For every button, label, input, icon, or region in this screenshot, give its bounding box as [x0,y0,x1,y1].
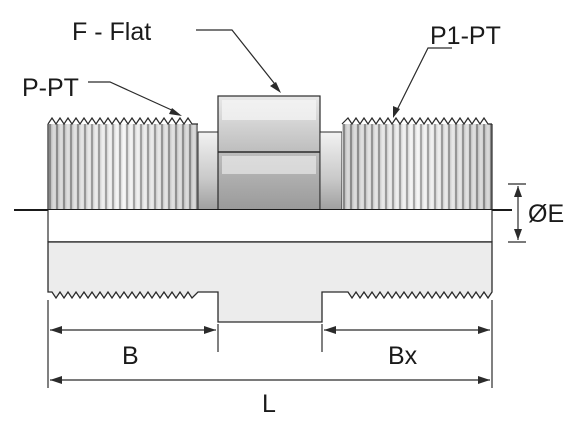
label-p1-pt: P1-PT [430,22,501,50]
lower-section [47,241,493,323]
label-p-pt: P-PT [22,74,79,102]
label-bx: Bx [388,342,418,370]
label-l: L [262,390,276,418]
leader-p-pt [88,81,182,116]
right-neck [319,131,343,211]
dim-l [50,376,490,384]
hex-flat [217,95,321,211]
dim-b [50,326,216,334]
dim-e [508,183,526,243]
left-thread [47,116,198,210]
label-b: B [122,342,139,370]
label-dia-e: ØE [528,200,564,228]
label-flat: F - Flat [72,18,151,46]
right-thread [341,116,493,210]
left-neck [197,131,219,211]
leader-flat [196,29,281,93]
dim-bx [324,326,490,334]
bore [47,210,493,243]
leader-p1-pt [393,47,452,118]
